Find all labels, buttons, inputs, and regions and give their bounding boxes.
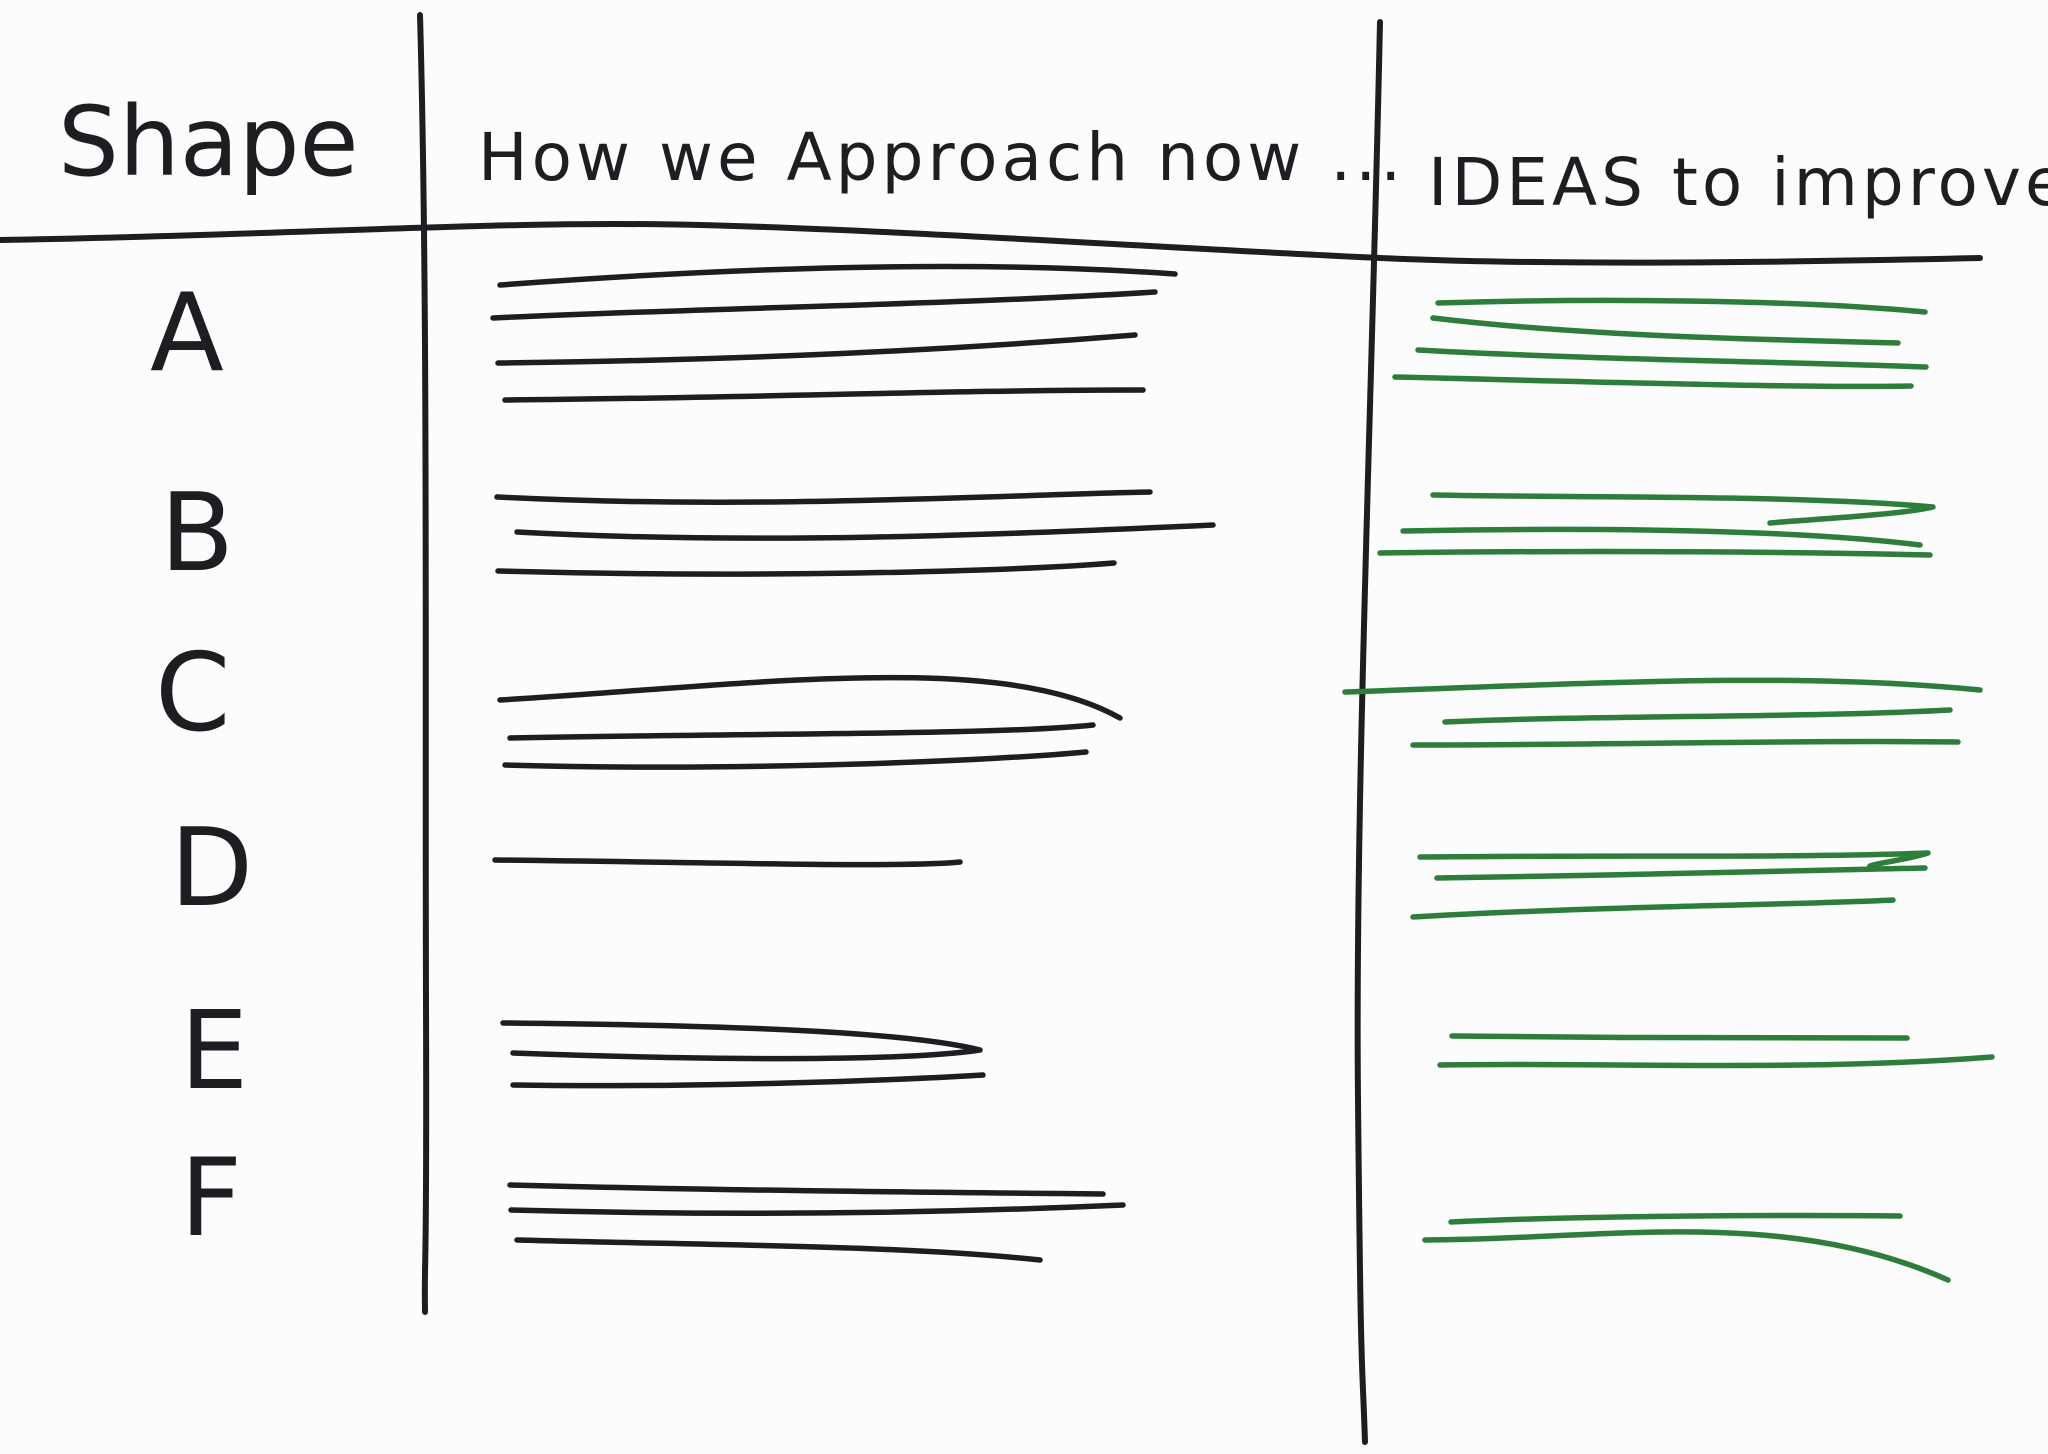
scribble-line: [514, 522, 1216, 541]
scribble-line: [497, 263, 1178, 288]
header-ideas-to-improve: IDEAS to improve: [1428, 144, 2048, 221]
scribble-line: [1449, 1033, 1910, 1041]
row-label-b: B: [160, 471, 234, 596]
row-f-current-scribble: [507, 1182, 1126, 1263]
row-label-c: C: [155, 631, 230, 756]
header-current-approach: How we Approach now ...: [478, 119, 1405, 196]
scribble-line: [1392, 374, 1914, 390]
row-a-ideas-scribble: [1392, 297, 1929, 390]
scribble-line: [492, 857, 963, 868]
scribble-line: [1437, 1054, 1995, 1069]
scribble-line: [1430, 492, 1936, 526]
row-b-current-scribble: [494, 489, 1216, 577]
scribble-line: [1435, 297, 1928, 315]
scribble-line: [1422, 1229, 1951, 1283]
row-d-current-scribble: [492, 857, 963, 868]
row-c-current-scribble: [497, 674, 1123, 770]
scribble-line: [495, 332, 1138, 366]
scribble-line: [502, 387, 1146, 403]
scribble-line: [495, 560, 1117, 577]
scribble-line: [514, 1237, 1043, 1263]
row-e-ideas-scribble: [1437, 1033, 1995, 1069]
column-divider-left: [417, 12, 430, 1315]
scribble-line: [1410, 897, 1896, 920]
scribble-line: [1434, 865, 1928, 881]
scribble-line: [494, 489, 1153, 505]
row-label-a: A: [150, 271, 224, 396]
scribble-line: [502, 749, 1089, 770]
scribble-line: [510, 1072, 986, 1089]
row-b-ideas-scribble: [1377, 492, 1936, 558]
row-label-d: D: [170, 806, 253, 931]
scribble-line: [500, 1020, 983, 1062]
row-d-ideas-scribble: [1410, 850, 1931, 920]
scribble-line: [1342, 677, 1983, 695]
row-c-ideas-scribble: [1342, 677, 1983, 748]
scribble-line: [1415, 347, 1929, 370]
row-label-e: E: [180, 989, 248, 1114]
scribble-line: [1377, 548, 1933, 558]
scribble-line: [497, 674, 1123, 721]
header-shape: Shape: [58, 86, 359, 198]
row-label-f: F: [180, 1136, 242, 1261]
scribble-line: [1417, 850, 1931, 871]
scribble-line: [1442, 707, 1953, 725]
scribble-line: [1448, 1212, 1903, 1225]
scribble-line: [1400, 526, 1923, 548]
scribble-line: [1410, 738, 1961, 748]
scribble-line: [507, 1182, 1106, 1197]
scribble-line: [507, 722, 1096, 741]
column-divider-right: [1354, 19, 1383, 1445]
row-f-ideas-scribble: [1422, 1212, 1951, 1283]
scribble-line: [1430, 315, 1901, 346]
scribble-line: [490, 289, 1158, 321]
row-e-current-scribble: [500, 1020, 986, 1089]
row-a-current-scribble: [490, 263, 1178, 403]
header-divider-line: [0, 220, 1983, 266]
scribble-line: [508, 1202, 1126, 1217]
